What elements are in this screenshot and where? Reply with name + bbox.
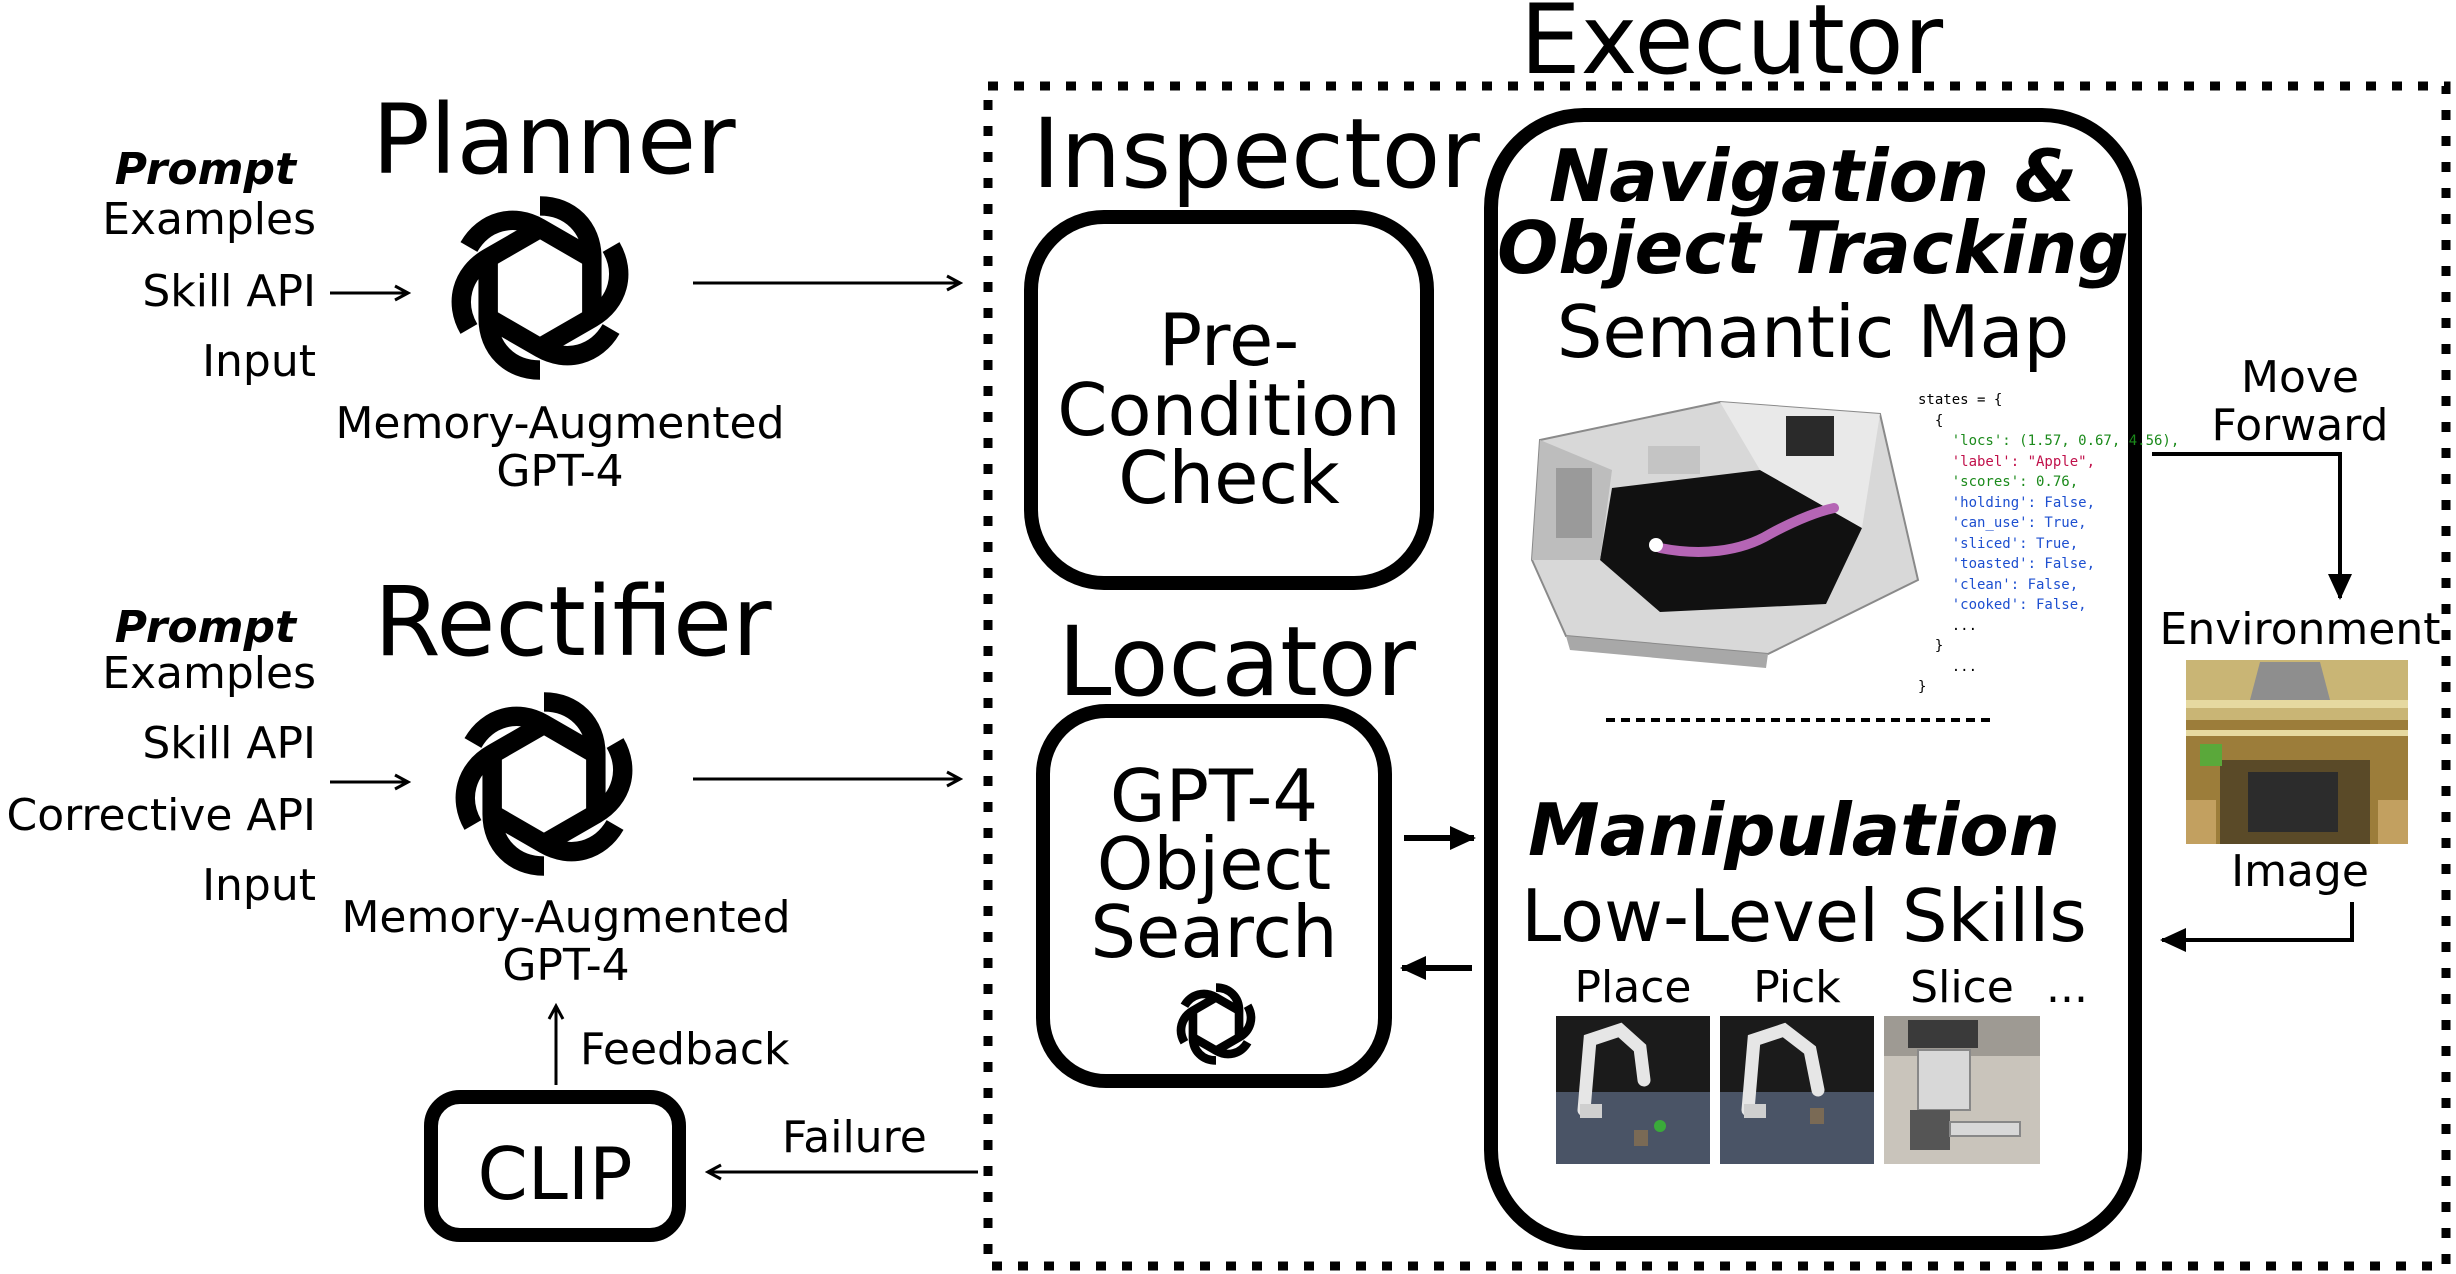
code-line: 'locs': (1.57, 0.67, 4.56),	[1918, 433, 2180, 449]
environment-label: Environment	[2159, 604, 2441, 655]
feedback-label: Feedback	[580, 1024, 790, 1075]
executor-title: Executor	[1520, 0, 1944, 96]
locator-openai-logo-icon	[1176, 983, 1256, 1065]
move-forward-line2: Forward	[2211, 400, 2389, 451]
code-line: 'can_use': True,	[1918, 515, 2087, 531]
code-line: ...	[1918, 617, 1978, 634]
planner-input-examples: Examples	[102, 194, 316, 245]
skill-image-slice	[1884, 1016, 2040, 1164]
planner-input-skill-api: Skill API	[142, 266, 316, 317]
states-code-block: states = { { 'locs': (1.57, 0.67, 4.56),…	[1918, 390, 2179, 698]
code-line: 'cooked': False,	[1918, 597, 2087, 613]
planner-openai-logo-icon	[451, 196, 629, 380]
locator-title: Locator	[1058, 606, 1416, 718]
clip-label: CLIP	[477, 1132, 633, 1216]
failure-label: Failure	[782, 1112, 927, 1163]
skill-label-pick: Pick	[1753, 962, 1841, 1013]
code-line: 'label': "Apple",	[1918, 453, 2096, 470]
inspector-title: Inspector	[1032, 98, 1480, 210]
skill-image-place	[1556, 1016, 1710, 1164]
manipulation-heading: Manipulation	[1527, 788, 2061, 872]
rectifier-title: Rectifier	[374, 566, 772, 678]
planner-prompt-label: Prompt	[114, 144, 296, 195]
move-forward-line1: Move	[2241, 352, 2359, 403]
code-line: 'scores': 0.76,	[1918, 474, 2079, 490]
locator-line1: GPT-4	[1109, 754, 1319, 838]
image-return-arrow	[2160, 902, 2354, 952]
locator-line2: Object	[1096, 822, 1332, 906]
code-line: 'holding': False,	[1918, 494, 2096, 511]
code-line: }	[1918, 638, 1944, 654]
code-line: 'toasted': False,	[1918, 556, 2096, 572]
code-line: 'sliced': True,	[1918, 535, 2079, 552]
planner-model-line2: GPT-4	[496, 446, 624, 497]
rectifier-model-line2: GPT-4	[502, 940, 630, 991]
clip-box: CLIP	[424, 1090, 686, 1242]
code-line: ...	[1918, 658, 1978, 675]
navigation-heading-line2: Object Tracking	[1497, 206, 2129, 290]
locator-line3: Search	[1090, 890, 1338, 974]
inspector-box: Pre- Condition Check	[1024, 210, 1434, 590]
skill-label-place: Place	[1574, 962, 1692, 1013]
rectifier-input-examples: Examples	[102, 648, 316, 699]
rectifier-openai-logo-icon	[455, 692, 633, 876]
rectifier-prompt-label: Prompt	[114, 602, 296, 653]
code-line: 'clean': False,	[1918, 576, 2079, 593]
navigation-manipulation-box	[1484, 108, 2142, 1250]
executor-frame	[983, 81, 2451, 1271]
rectifier-input-input: Input	[202, 860, 316, 911]
semantic-map-render	[1530, 400, 1920, 668]
inspector-line3: Check	[1118, 436, 1340, 520]
skill-ellipsis: ...	[2046, 962, 2088, 1013]
navigation-heading-line1: Navigation &	[1548, 134, 2078, 218]
code-line: }	[1918, 679, 1927, 695]
move-forward-arrow	[2152, 452, 2352, 600]
rectifier-model-line1: Memory-Augmented	[341, 892, 791, 943]
planner-model-line1: Memory-Augmented	[335, 398, 785, 449]
code-line: states = {	[1918, 392, 2003, 408]
planner-input-input: Input	[202, 336, 316, 387]
skill-image-pick	[1720, 1016, 1874, 1164]
skill-label-slice: Slice	[1910, 962, 2014, 1013]
environment-image-label: Image	[2231, 846, 2369, 897]
rectifier-input-corrective-api: Corrective API	[6, 790, 316, 841]
rectifier-input-skill-api: Skill API	[142, 718, 316, 769]
code-line: {	[1918, 412, 1944, 429]
locator-box: GPT-4 Object Search	[1036, 704, 1392, 1088]
manipulation-subheading: Low-Level Skills	[1521, 874, 2087, 958]
inspector-line2: Condition	[1057, 368, 1401, 452]
environment-image	[2186, 660, 2408, 844]
navigation-subheading: Semantic Map	[1556, 290, 2070, 374]
planner-title: Planner	[372, 84, 736, 196]
inspector-line1: Pre-	[1158, 298, 1300, 382]
